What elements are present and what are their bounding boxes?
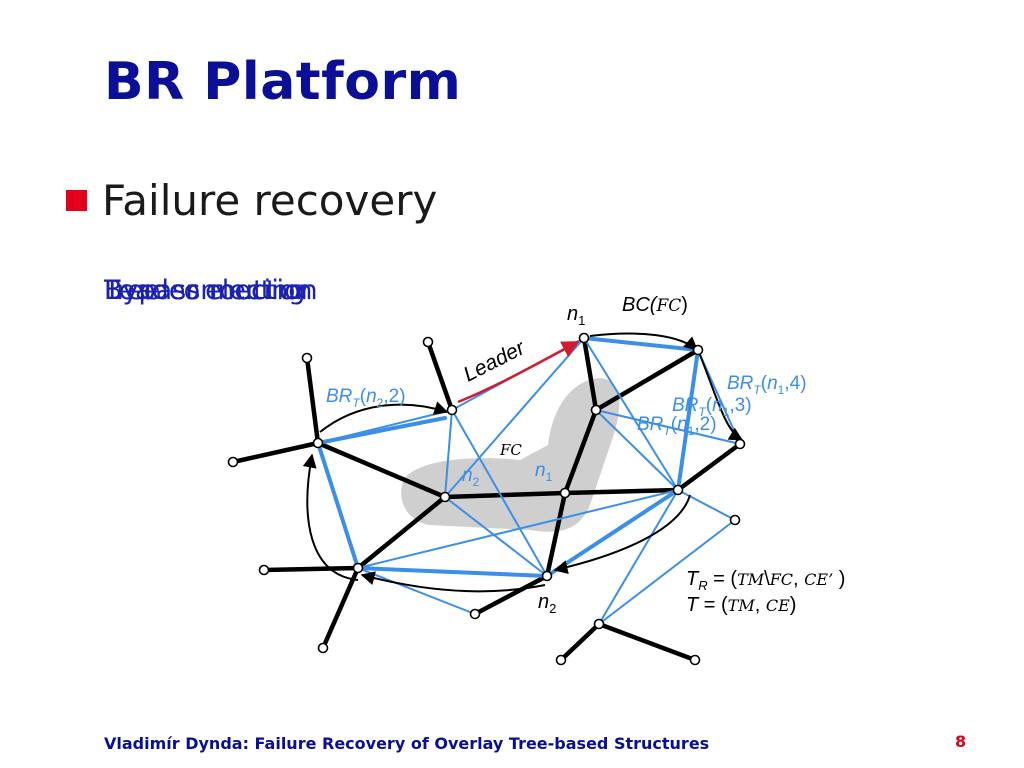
node — [734, 438, 746, 450]
bullet-square-icon — [66, 190, 87, 211]
node — [469, 608, 481, 620]
subtitle-leader-election: Leader election — [104, 275, 313, 306]
node — [439, 491, 451, 503]
node — [422, 336, 434, 348]
slide-title: BR Platform — [104, 52, 462, 112]
node — [729, 514, 741, 526]
node-n1 — [578, 332, 590, 344]
node — [312, 437, 324, 449]
label-n2: n2 — [538, 591, 556, 616]
node — [317, 642, 329, 654]
label-br-n1-3: BRT(n1,3) — [672, 395, 752, 419]
bullet-text: Failure recovery — [102, 176, 438, 225]
label-tr-equation: TR = (TM\FC, CE’ ) — [686, 568, 845, 593]
node — [258, 564, 270, 576]
node — [692, 344, 704, 356]
label-inner-n2: n2 — [462, 465, 480, 489]
node — [227, 456, 239, 468]
label-inner-n1: n1 — [535, 460, 553, 484]
label-br-n1-2: BRT(n1,2) — [637, 414, 717, 438]
nodes — [227, 332, 746, 666]
node — [446, 404, 458, 416]
node — [555, 654, 567, 666]
node — [672, 484, 684, 496]
label-br-n1-4: BRT(n1,4) — [727, 373, 807, 397]
label-leader: Leader — [460, 336, 530, 387]
routing-arrows — [302, 332, 744, 593]
tree-edges — [230, 335, 743, 663]
label-br-n2-2: BRT(n2,2) — [326, 386, 406, 410]
node — [301, 352, 313, 364]
bullet-item: Failure recovery — [66, 176, 437, 225]
label-n1: n1 — [567, 303, 585, 328]
node — [590, 404, 602, 416]
label-bc-fc: BC(FC) — [622, 294, 688, 316]
page-number: 8 — [955, 732, 967, 751]
footer-author-title: Vladimír Dynda: Failure Recovery of Over… — [104, 734, 710, 753]
node-n2 — [541, 570, 553, 582]
leader-arrow — [457, 340, 580, 404]
node — [593, 618, 605, 630]
label-t-equation: T = (TM, CE) — [686, 594, 796, 616]
node — [689, 654, 701, 666]
node — [559, 487, 571, 499]
label-fc: FC — [499, 441, 522, 459]
node — [352, 562, 364, 574]
subtitle-bypass-routing: Bypass routing — [104, 275, 306, 306]
subtitle-tree-connection: Tree connection — [104, 275, 318, 306]
